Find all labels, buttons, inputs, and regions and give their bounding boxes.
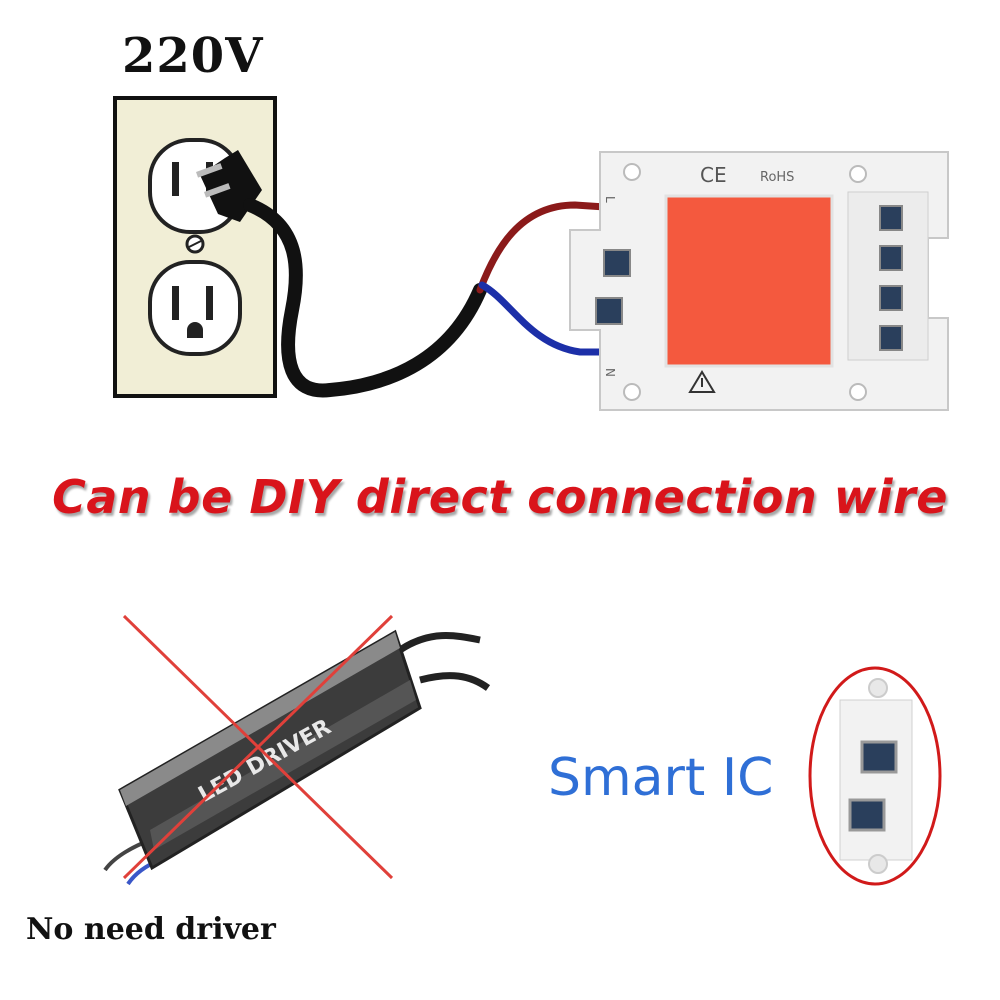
led-chip	[664, 194, 834, 368]
neutral-wire	[478, 281, 610, 356]
power-cable	[243, 198, 487, 398]
ic-chip-lower	[848, 798, 886, 832]
rohs-mark: RoHS	[760, 170, 794, 185]
wall-outlet	[113, 96, 277, 398]
headline: Can be DIY direct connection wire	[52, 470, 948, 524]
cross-out-mark	[122, 614, 394, 880]
no-driver-caption: No need driver	[26, 912, 276, 947]
ce-mark: CE	[700, 163, 727, 187]
voltage-label: 220V	[122, 28, 264, 84]
smart-ic-caption: Smart IC	[548, 748, 774, 808]
smart-ic-closeup	[808, 666, 942, 886]
cob-led-board: CE RoHS L N	[569, 151, 949, 411]
terminal-n-label: N	[603, 368, 617, 377]
terminal-l-label: L	[603, 196, 617, 203]
live-wire	[476, 201, 609, 294]
ic-chip-upper	[860, 740, 898, 774]
led-driver-box: LED DRIVER	[103, 629, 491, 886]
